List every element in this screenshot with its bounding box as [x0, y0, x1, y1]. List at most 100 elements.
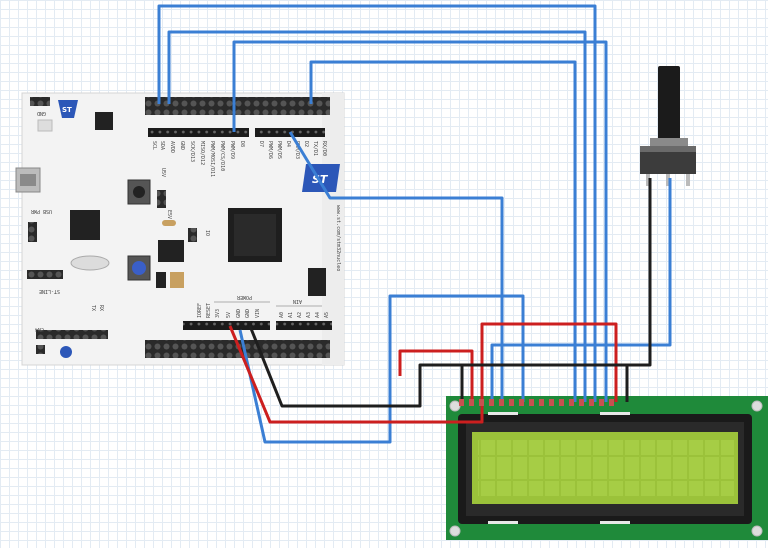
capacitor [170, 272, 184, 288]
lcd-pin [519, 399, 524, 406]
ioref-chip-label: IO [204, 230, 210, 236]
lcd-pin [559, 399, 564, 406]
pin-label-d11: PWM/MOSI/D11 [209, 141, 215, 177]
pin-label-d1: TX/D1 [312, 141, 318, 156]
potentiometer [640, 66, 696, 186]
cn4-header [36, 330, 108, 339]
potentiometer-knob-icon [658, 66, 680, 144]
lcd-pin [499, 399, 504, 406]
pin-label-d2: D2 [303, 141, 309, 147]
ain-label-a0: A0 [279, 312, 285, 318]
lcd-pin-contacts [459, 399, 614, 406]
lcd-pin [599, 399, 604, 406]
ain-header-title: AIN [293, 298, 302, 304]
lcd-tab-4 [600, 521, 630, 524]
wire-blue-d9 [232, 40, 608, 402]
pin-label-d0: RX/D0 [321, 141, 327, 156]
logo-text: ST [62, 106, 72, 114]
stm32-nucleo-board: SCL SDA AVDD GND SCK/D13 MISO/D12 PWM/MO… [15, 92, 345, 366]
pin-label-gnd: GND [179, 141, 185, 150]
pwr-label-3v3: 3V3 [215, 309, 221, 318]
ain-labels: A0 A1 A2 A3 A4 A5 [279, 312, 330, 318]
pin-label-scl: SCL [151, 141, 157, 150]
stm32-mcu-die [234, 214, 276, 256]
pin-label-d9: PWM/D9 [229, 141, 235, 159]
arduino-header-top-left [148, 128, 249, 137]
pin-label-d6: PWM/D6 [267, 141, 273, 159]
lcd-pin [539, 399, 544, 406]
top-header-labels: SCL SDA AVDD GND SCK/D13 MISO/D12 PWM/MO… [151, 141, 327, 177]
st-line-header [27, 270, 63, 279]
power-labels: IOREF RESET 3V3 5V GND GND VIN [197, 303, 261, 318]
board-edge [322, 93, 344, 365]
pot-pin-1 [646, 174, 650, 186]
wires [157, 4, 672, 444]
pin-label-d10: PWM/CS/D10 [219, 141, 225, 171]
lcd-tab-2 [600, 412, 630, 415]
wire-blue-d3 [288, 131, 504, 402]
ain-label-a2: A2 [297, 312, 303, 318]
pwr-label-ioref: IOREF [197, 303, 203, 318]
potentiometer-shaft-nut [650, 138, 688, 146]
pwr-label-gnd2: GND [245, 309, 251, 318]
fuse [162, 220, 176, 226]
wire-red-lcd-vdd [398, 349, 474, 402]
lcd-pin [459, 399, 464, 406]
wire-blue-d7 [309, 60, 577, 402]
pot-pin-2 [666, 174, 670, 186]
user-button [132, 261, 146, 275]
ain-label-a3: A3 [306, 312, 312, 318]
st-line-label: ST-LINE [39, 288, 60, 294]
st-mark-icon [60, 346, 72, 358]
lcd-pin [489, 399, 494, 406]
lcd-pin [509, 399, 514, 406]
morpho-connector [308, 268, 326, 296]
ain-label-a5: A5 [324, 312, 330, 318]
crystal [70, 255, 110, 271]
pin-label-d13: SCK/D13 [189, 141, 195, 162]
pot-pin-3 [686, 174, 690, 186]
pin-label-d8: D8 [239, 141, 245, 147]
potentiometer-top [640, 146, 696, 152]
mount-hole-tr [751, 400, 763, 412]
power-header-title: POWER [236, 294, 252, 300]
wire-red-5v [228, 322, 618, 424]
lcd-pin [569, 399, 574, 406]
st-logo-large-icon [302, 164, 340, 192]
lcd-pin [609, 399, 614, 406]
lcd-pin [589, 399, 594, 406]
e5v-label: E5V [166, 210, 172, 219]
lcd-tab-1 [488, 412, 518, 415]
lcd-tab-3 [488, 521, 518, 524]
power-regulator [158, 240, 184, 262]
lcd-pin [529, 399, 534, 406]
regulator-chip [95, 112, 113, 130]
morpho-header-bottom [145, 340, 330, 358]
st-logo-icon [58, 100, 78, 118]
pwr-label-5v: 5V [226, 312, 232, 318]
gnd-jumper [30, 97, 50, 106]
lcd-pin [579, 399, 584, 406]
u5v-label: U5V [160, 168, 166, 177]
gnd-label: GND [37, 110, 46, 116]
pin-label-d3: PWM/D3 [294, 141, 300, 159]
mount-hole-br [751, 525, 763, 537]
wire-blue-power [238, 294, 525, 444]
lcd-character-grid [478, 440, 734, 496]
power-header [183, 321, 270, 330]
pwr-label-vin: VIN [255, 309, 261, 318]
morpho-header-top [145, 97, 330, 115]
pin-label-sda: SDA [159, 141, 165, 150]
board-name: www.st.com/stm32nucleo [335, 205, 341, 271]
pin-label-d7: D7 [258, 141, 264, 147]
lcd-pin [479, 399, 484, 406]
lcd-pin [469, 399, 474, 406]
reset-button [133, 186, 145, 198]
led [37, 119, 53, 132]
ain-label-a1: A1 [288, 312, 294, 318]
ain-header [276, 321, 332, 330]
cn4-label: CN4 [35, 326, 44, 332]
u5v-jumper [157, 190, 166, 208]
rx-label: RX [98, 305, 104, 311]
